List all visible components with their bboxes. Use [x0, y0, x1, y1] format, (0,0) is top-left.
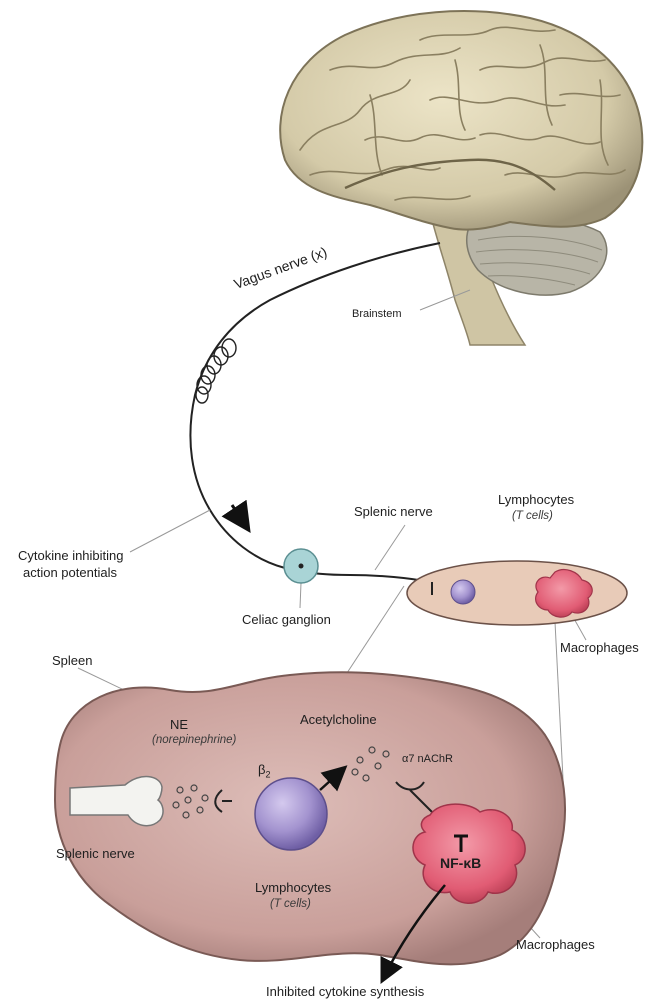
label-lymphocytes-top: Lymphocytes	[498, 492, 574, 507]
label-norepinephrine: (norepinephrine)	[152, 733, 236, 748]
label-t-cells-top: (T cells)	[512, 509, 553, 524]
label-t-cells-bottom: (T cells)	[270, 897, 311, 912]
label-macrophages-top: Macrophages	[560, 640, 639, 655]
label-inhibited-cytokine: Inhibited cytokine synthesis	[266, 984, 424, 999]
label-splenic-nerve-bottom: Splenic nerve	[56, 846, 135, 861]
label-celiac-ganglion: Celiac ganglion	[242, 612, 331, 627]
direction-arrow	[232, 505, 244, 523]
label-nf-kb: NF-κB	[440, 856, 481, 871]
lymphocyte-small	[451, 580, 475, 604]
label-cytokine-line2: action potentials	[23, 565, 117, 580]
label-beta2: β2	[258, 762, 271, 783]
label-ne: NE	[170, 717, 188, 732]
label-brainstem: Brainstem	[352, 307, 402, 322]
label-spleen: Spleen	[52, 653, 92, 668]
label-macrophages-bottom: Macrophages	[516, 937, 595, 952]
beta-subscript: 2	[265, 770, 270, 780]
label-cytokine-line1: Cytokine inhibiting	[18, 548, 124, 563]
spleen-zoom-oval	[407, 561, 627, 625]
label-splenic-nerve-top: Splenic nerve	[354, 504, 433, 519]
label-lymphocytes-bottom: Lymphocytes	[255, 880, 331, 895]
label-a7-nachr: α7 nAChR	[402, 752, 453, 767]
lymphocyte-large	[255, 778, 327, 850]
vagus-nerve-line	[190, 243, 440, 582]
brain-illustration	[280, 11, 642, 345]
label-acetylcholine: Acetylcholine	[300, 712, 377, 727]
